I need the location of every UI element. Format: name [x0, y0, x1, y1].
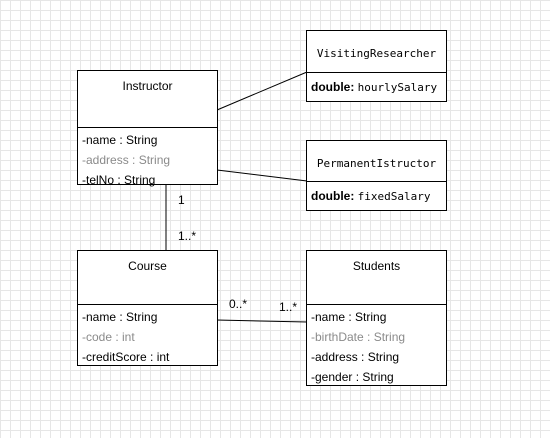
class-course-name: Course — [78, 251, 217, 305]
multiplicity-students-end: 1..* — [279, 300, 298, 314]
attribute: -address : String — [311, 350, 400, 364]
class-visiting-researcher-name: VisitingResearcher — [307, 31, 446, 73]
attribute-type: double — [311, 80, 351, 94]
class-students[interactable]: Students -name : String -birthDate : Str… — [306, 250, 447, 386]
class-instructor-name: Instructor — [78, 71, 217, 128]
multiplicity-instructor-end: 1 — [178, 193, 185, 207]
association-instructor-permanent-instructor[interactable] — [216, 169, 308, 182]
attribute: -creditScore : int — [82, 350, 170, 364]
class-visiting-researcher-attributes: double: hourlySalary — [307, 73, 446, 97]
association-course-students[interactable] — [216, 319, 308, 323]
attribute: -telNo : String — [82, 173, 156, 187]
class-visiting-researcher[interactable]: VisitingResearcher double: hourlySalary — [306, 30, 447, 102]
multiplicity-course-end-instructor: 1..* — [178, 229, 197, 243]
class-instructor[interactable]: Instructor -name : String -address : Str… — [77, 70, 218, 187]
attribute: -address : String — [82, 153, 171, 167]
attribute: -gender : String — [311, 370, 394, 384]
class-instructor-attributes: -name : String -address : String -telNo … — [78, 128, 217, 190]
attribute: double: hourlySalary — [311, 80, 438, 94]
class-course[interactable]: Course -name : String -code : int -credi… — [77, 250, 218, 366]
multiplicity-course-end-students: 0..* — [229, 297, 248, 311]
attribute-name: hourlySalary — [357, 81, 438, 94]
attribute: -birthDate : String — [311, 330, 406, 344]
class-students-name: Students — [307, 251, 446, 305]
attribute: -code : int — [82, 330, 135, 344]
class-permanent-instructor-attributes: double: fixedSalary — [307, 182, 446, 206]
class-permanent-instructor-name: PermanentIstructor — [307, 141, 446, 182]
attribute-name: fixedSalary — [357, 190, 431, 203]
attribute-type: double — [311, 189, 351, 203]
class-course-attributes: -name : String -code : int -creditScore … — [78, 305, 217, 367]
class-students-attributes: -name : String -birthDate : String -addr… — [307, 305, 446, 387]
association-instructor-visiting-researcher[interactable] — [216, 71, 308, 111]
class-permanent-instructor[interactable]: PermanentIstructor double: fixedSalary — [306, 140, 447, 211]
attribute: double: fixedSalary — [311, 189, 431, 203]
attribute: -name : String — [82, 133, 158, 147]
attribute: -name : String — [311, 310, 387, 324]
attribute: -name : String — [82, 310, 158, 324]
